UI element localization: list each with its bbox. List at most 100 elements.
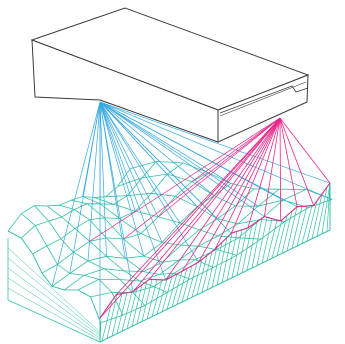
hatch-line — [286, 206, 298, 251]
hatch-line — [171, 271, 183, 307]
pink-ray — [165, 117, 281, 281]
pink-ray-fan — [89, 117, 331, 319]
blue-ray — [99, 101, 215, 196]
device-side-groove — [219, 85, 309, 114]
hatch-line — [111, 293, 123, 337]
blue-ray — [99, 101, 265, 217]
blue-ray — [99, 101, 333, 200]
pink-ray — [89, 117, 281, 242]
hatch-line — [326, 183, 331, 232]
hatch-line — [201, 251, 213, 293]
hatch-line — [281, 211, 293, 254]
hatch-line — [181, 265, 193, 303]
blue-ray — [99, 101, 107, 257]
blue-ray — [99, 101, 199, 263]
hatch-line — [276, 215, 288, 256]
pink-ray — [279, 117, 282, 222]
hatch-line — [311, 193, 323, 239]
hatch-line — [226, 231, 238, 281]
hatch-line — [176, 268, 188, 305]
hatch-line — [186, 262, 198, 300]
terrain-side-line — [7, 277, 101, 339]
pink-ray — [231, 117, 281, 234]
hatch-line — [196, 255, 208, 295]
hatch-line — [136, 281, 148, 325]
blue-ray — [99, 101, 198, 207]
pink-ray — [132, 117, 281, 292]
blue-ray-fan — [51, 101, 333, 318]
hatch-line — [166, 273, 178, 310]
hatch-line — [266, 219, 278, 261]
hatch-line — [291, 206, 303, 249]
pink-ray — [247, 117, 281, 229]
terrain-side-wall — [7, 230, 102, 343]
blue-ray — [82, 101, 101, 197]
terrain-side-line — [7, 257, 101, 335]
pink-ray — [123, 117, 281, 240]
blue-ray — [99, 101, 298, 208]
section-bottom-edge — [99, 229, 331, 343]
terrain-side-line — [7, 287, 101, 341]
blue-ray — [99, 101, 163, 243]
pink-ray — [214, 117, 281, 250]
pink-ray — [148, 117, 281, 280]
blue-ray — [99, 101, 134, 292]
hatch-line — [121, 291, 133, 332]
blue-ray — [99, 101, 231, 184]
hatch-line — [301, 205, 313, 244]
hatch-line — [206, 247, 218, 290]
pink-ray — [191, 117, 281, 182]
blue-ray — [87, 101, 101, 261]
hatch-line — [211, 242, 223, 288]
hatch-line — [146, 279, 158, 320]
pink-ray — [279, 117, 331, 184]
blue-ray — [99, 101, 167, 281]
hatch-line — [221, 232, 233, 283]
blue-ray — [99, 101, 331, 184]
hatch-line — [131, 284, 143, 327]
hatch-line — [241, 224, 253, 273]
blue-ray — [51, 101, 101, 287]
hatch-line — [296, 205, 308, 247]
pink-ray — [157, 117, 281, 218]
terrain-side-line — [7, 267, 101, 337]
hatch-line — [231, 229, 243, 278]
hatch-line — [251, 218, 263, 269]
pink-ray — [99, 117, 281, 319]
hatch-line — [156, 279, 168, 315]
pink-ray — [263, 117, 281, 217]
light-projector-device — [30, 7, 310, 143]
hatch-line — [116, 292, 128, 334]
hatch-line — [101, 300, 113, 342]
hatch-line — [261, 218, 273, 264]
pink-ray — [198, 117, 281, 263]
blue-ray — [99, 101, 159, 218]
hatch-line — [306, 200, 318, 242]
pink-ray — [181, 117, 281, 272]
pink-ray — [116, 117, 281, 295]
blue-ray — [99, 101, 145, 257]
hatch-line — [126, 288, 138, 329]
pink-ray — [279, 117, 314, 206]
hatch-line — [191, 259, 203, 298]
hatch-line — [161, 276, 173, 312]
hatch-line — [246, 221, 258, 271]
hatch-line — [316, 187, 328, 237]
device-edge-detail — [219, 81, 307, 117]
blue-ray — [99, 101, 136, 212]
hatch-line — [106, 294, 118, 339]
hatch-line — [141, 279, 153, 322]
hatch-line — [236, 228, 248, 276]
hatch-line — [271, 219, 283, 259]
pink-profile-line — [99, 182, 331, 319]
hatch-line — [151, 279, 163, 317]
blue-ray — [99, 101, 232, 234]
hatch-line — [256, 217, 268, 266]
hatch-line — [321, 183, 331, 234]
terrain-side-line — [7, 247, 101, 333]
device-front-face — [31, 39, 219, 143]
hatch-line — [216, 237, 228, 286]
pink-ray — [279, 117, 298, 207]
blue-ray — [99, 101, 181, 224]
